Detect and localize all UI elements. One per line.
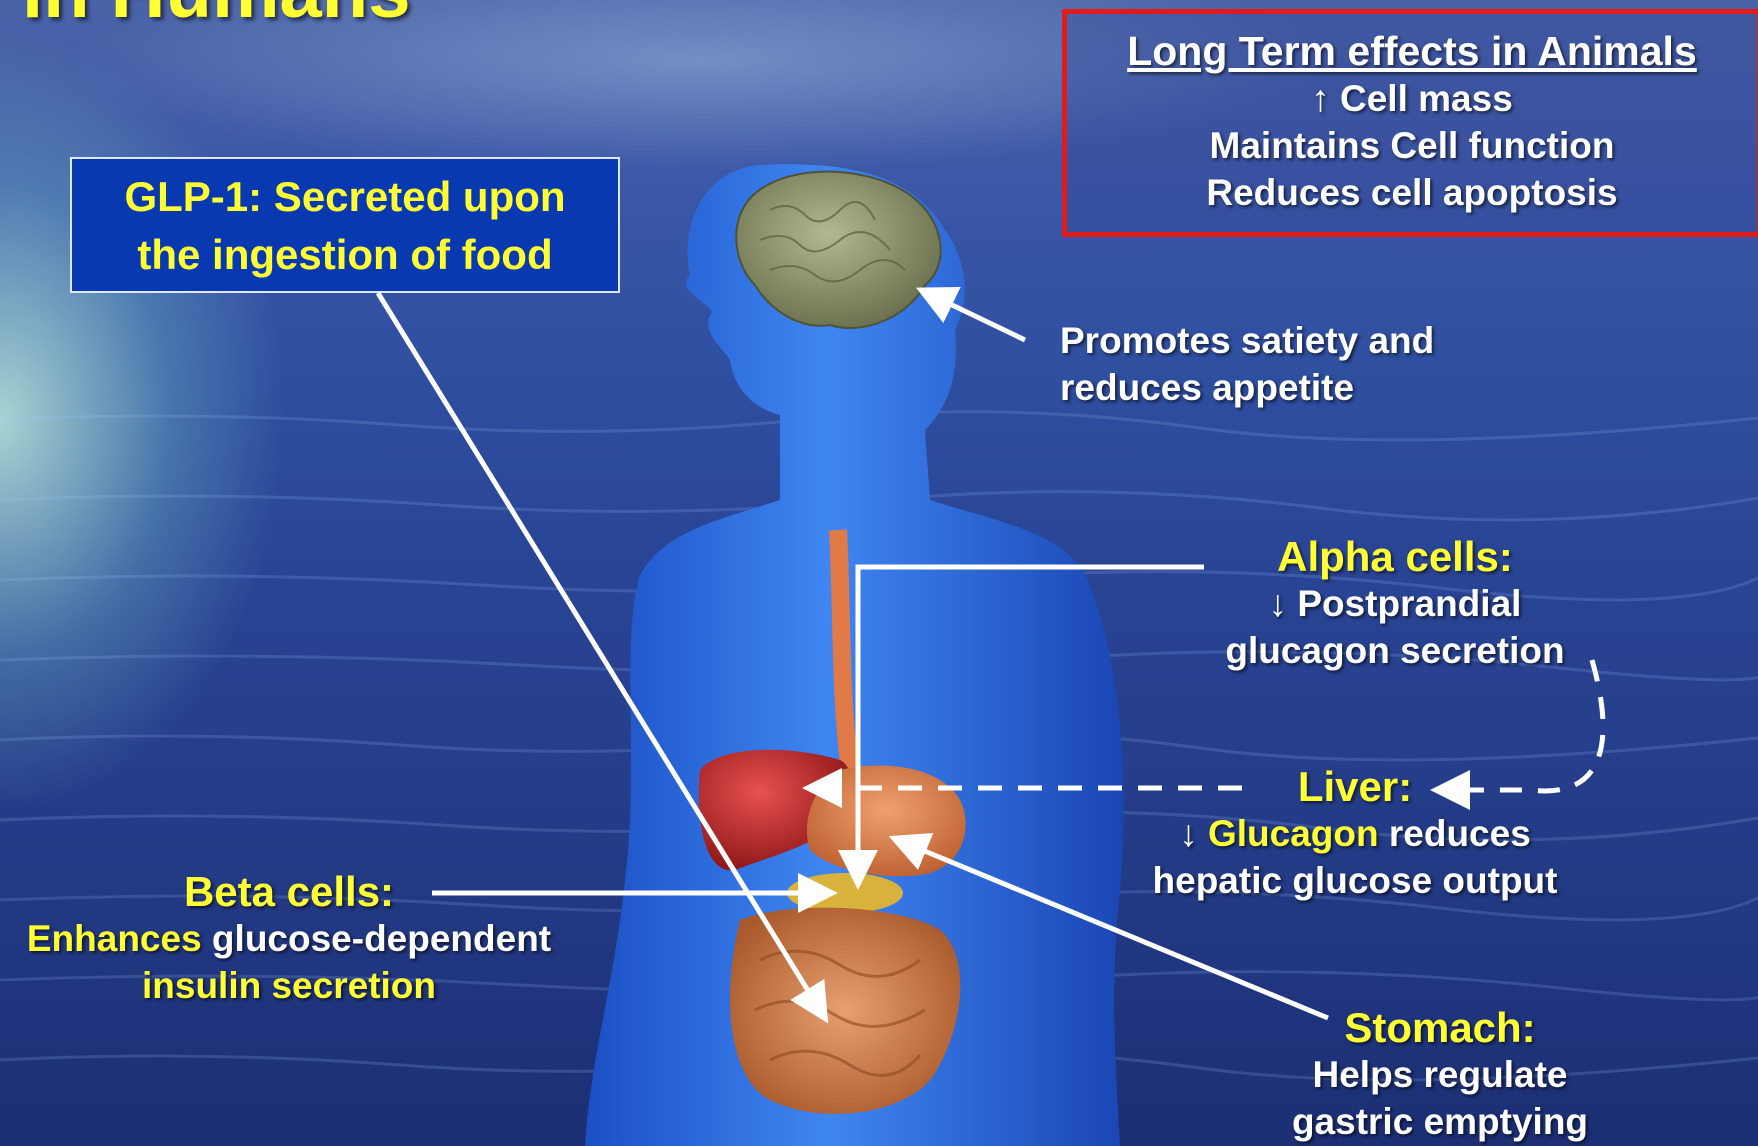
stomach-line2: gastric emptying [1270, 1098, 1610, 1145]
alpha-line2: glucagon secretion [1205, 627, 1585, 674]
alpha-line1: ↓ Postprandial [1205, 580, 1585, 627]
glp1-box: GLP-1: Secreted upon the ingestion of fo… [70, 157, 620, 293]
long-term-title: Long Term effects in Animals [1067, 28, 1757, 75]
long-term-line1-text: Cell mass [1340, 78, 1513, 119]
brain-label-line1: Promotes satiety and [1060, 317, 1434, 364]
stomach-label: Stomach: Helps regulate gastric emptying [1270, 1004, 1610, 1145]
long-term-line3: Reduces cell apoptosis [1067, 169, 1757, 216]
liver-line1-rest: reduces [1379, 813, 1531, 854]
beta-heading: Beta cells: [6, 868, 572, 915]
down-arrow-icon: ↓ [1179, 813, 1198, 854]
alpha-heading: Alpha cells: [1205, 533, 1585, 580]
beta-cells-label: Beta cells: Enhances glucose-dependent i… [6, 868, 572, 1009]
stomach-line1: Helps regulate [1270, 1051, 1610, 1098]
stomach-heading: Stomach: [1270, 1004, 1610, 1051]
glp1-line2: the ingestion of food [72, 226, 618, 284]
beta-enhances: Enhances [27, 918, 202, 959]
liver-heading: Liver: [1140, 763, 1570, 810]
liver-line2: hepatic glucose output [1140, 857, 1570, 904]
long-term-line2: Maintains Cell function [1067, 122, 1757, 169]
up-arrow-icon: ↑ [1311, 78, 1330, 119]
beta-line1-rest: glucose-dependent [202, 918, 551, 959]
slide-title: in Humans [22, 0, 411, 35]
liver-glucagon: Glucagon [1208, 813, 1379, 854]
brain-label-line2: reduces appetite [1060, 364, 1434, 411]
long-term-effects-box: Long Term effects in Animals ↑ Cell mass… [1062, 9, 1758, 237]
liver-line1: ↓ Glucagon reduces [1140, 810, 1570, 857]
long-term-line1: ↑ Cell mass [1067, 75, 1757, 122]
liver-label: Liver: ↓ Glucagon reduces hepatic glucos… [1140, 763, 1570, 904]
alpha-cells-label: Alpha cells: ↓ Postprandial glucagon sec… [1205, 533, 1585, 674]
intestines [730, 908, 960, 1114]
esophagus [838, 530, 850, 770]
brain-label: Promotes satiety and reduces appetite [1060, 317, 1434, 411]
beta-line1: Enhances glucose-dependent [6, 915, 572, 962]
beta-line2: insulin secretion [6, 962, 572, 1009]
glp1-line1: GLP-1: Secreted upon [72, 168, 618, 226]
